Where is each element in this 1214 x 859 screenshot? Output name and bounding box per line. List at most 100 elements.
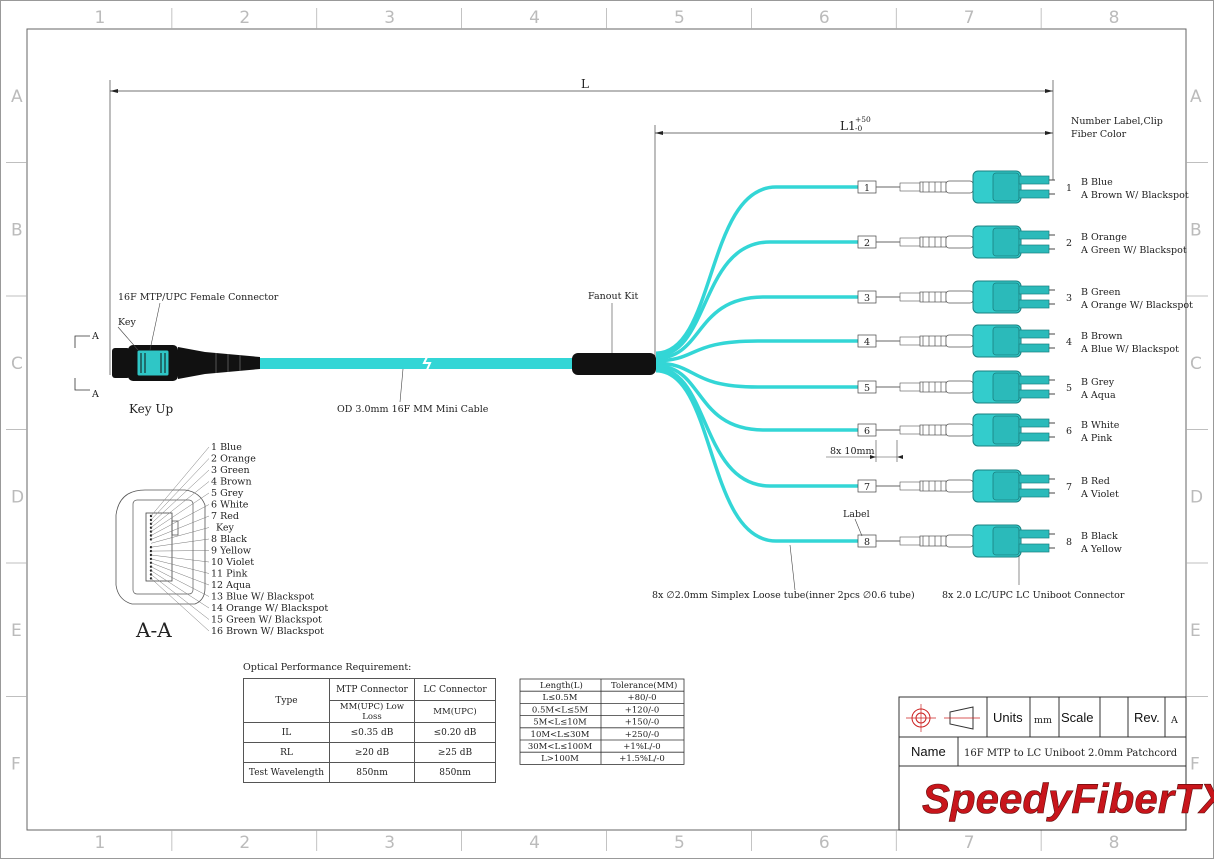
fanout-label: Fanout Kit bbox=[588, 291, 639, 302]
leg-label-number: 8 bbox=[864, 537, 870, 548]
section-markers: A A bbox=[74, 331, 99, 400]
fiber-color-entry: 16 Brown W/ Blackspot bbox=[211, 626, 324, 637]
leg-label-number: 7 bbox=[864, 482, 870, 493]
section-view bbox=[115, 446, 210, 632]
perf-mtp-header: MTP Connector bbox=[329, 678, 415, 701]
leg-label-number: 3 bbox=[864, 293, 870, 304]
mtp-connector bbox=[112, 345, 260, 381]
grid-column-label: 3 bbox=[384, 8, 395, 28]
leg-number: 3 bbox=[1066, 293, 1072, 304]
fiber-color-entry: Key bbox=[216, 523, 234, 534]
perf-wl-lc: 850nm bbox=[414, 762, 496, 783]
tolerance-header-length: Length(L) bbox=[540, 680, 583, 691]
grid-column-label: 1 bbox=[94, 833, 105, 853]
perf-mtp-sub: MM(UPC) Low Loss bbox=[329, 700, 415, 723]
leg-number: 8 bbox=[1066, 537, 1072, 548]
fiber-color-entry: 5 Grey bbox=[211, 488, 244, 499]
leg-number: 7 bbox=[1066, 482, 1072, 493]
fanout-leg-tube bbox=[655, 185, 858, 355]
units-label: Units bbox=[993, 710, 1023, 725]
fiber-color-entry: 2 Orange bbox=[211, 454, 256, 465]
performance-section: Optical Performance Requirement: bbox=[243, 662, 411, 680]
fanout-leg-tube bbox=[655, 364, 858, 432]
dimension-l1-label: L1 bbox=[840, 119, 856, 133]
fiber-color-entry: 1 Blue bbox=[211, 442, 242, 453]
leg-a-fiber: A Aqua bbox=[1080, 390, 1116, 401]
tolerance-table: Length(L)Tolerance(MM)L≤0.5M+80/-00.5M<L… bbox=[519, 678, 685, 765]
grid-row-label: D bbox=[1190, 487, 1203, 507]
leg-label-number: 2 bbox=[864, 238, 870, 249]
grid-column-label: 8 bbox=[1109, 833, 1120, 853]
section-title: A-A bbox=[135, 618, 172, 642]
performance-caption: Optical Performance Requirement: bbox=[243, 662, 412, 673]
leg-b-fiber: B Grey bbox=[1081, 377, 1115, 388]
dimension-l1: L1 +50 -0 bbox=[654, 115, 1053, 362]
grid-row-label: E bbox=[1190, 621, 1201, 641]
rev-value: A bbox=[1170, 715, 1178, 726]
perf-rl-lc: ≥25 dB bbox=[414, 742, 496, 763]
fiber-color-entry: 8 Black bbox=[211, 534, 247, 545]
grid-column-label: 1 bbox=[94, 8, 105, 28]
tolerance-value-cell: +1%L/-0 bbox=[623, 742, 660, 752]
grid-column-label: 5 bbox=[674, 8, 685, 28]
perf-il-mtp: ≤0.35 dB bbox=[329, 722, 415, 743]
fiber-color-entry: 7 Red bbox=[211, 511, 239, 522]
leg-a-fiber: A Violet bbox=[1080, 489, 1119, 500]
tolerance-length-cell: 5M<L≤10M bbox=[533, 718, 587, 728]
company-logo: SpeedyFiberTX bbox=[922, 775, 1214, 822]
main-cable bbox=[260, 358, 572, 369]
grid-row-label: E bbox=[11, 621, 22, 641]
lc-connector-label: 8x 2.0 LC/UPC LC Uniboot Connector bbox=[942, 590, 1125, 601]
leg-a-fiber: A Orange W/ Blackspot bbox=[1080, 300, 1193, 311]
leg-a-fiber: A Brown W/ Blackspot bbox=[1080, 190, 1189, 201]
l1-tolerance-lower: -0 bbox=[855, 124, 863, 133]
grid-row-label: F bbox=[11, 754, 21, 774]
leg-b-fiber: B Red bbox=[1081, 476, 1110, 487]
grid-column-label: 7 bbox=[964, 8, 975, 28]
fiber-color-entry: 13 Blue W/ Blackspot bbox=[211, 592, 314, 603]
fiber-color-entry: 14 Orange W/ Blackspot bbox=[211, 603, 328, 614]
l1-tolerance-upper: +50 bbox=[855, 115, 871, 124]
tolerance-value-cell: +120/-0 bbox=[625, 705, 660, 715]
tolerance-value-cell: +80/-0 bbox=[627, 693, 656, 703]
key-up-label: Key Up bbox=[129, 402, 173, 416]
fanout-leg-tube bbox=[655, 295, 858, 360]
perf-rl-mtp: ≥20 dB bbox=[329, 742, 415, 763]
perf-wl-mtp: 850nm bbox=[329, 762, 415, 783]
leg-b-fiber: B Blue bbox=[1081, 177, 1113, 188]
perf-lc-header: LC Connector bbox=[414, 678, 496, 701]
grid-row-label: B bbox=[11, 220, 23, 240]
tolerance-length-cell: L>100M bbox=[541, 754, 579, 764]
grid-column-label: 2 bbox=[239, 8, 250, 28]
grid-column-label: 6 bbox=[819, 8, 830, 28]
fanout-leg-tube bbox=[655, 361, 858, 389]
fanout-kit bbox=[572, 353, 656, 375]
grid-column-label: 8 bbox=[1109, 8, 1120, 28]
leg-number: 5 bbox=[1066, 383, 1072, 394]
name-value: 16F MTP to LC Uniboot 2.0mm Patchcord bbox=[964, 748, 1178, 759]
tube-length-label: 8x 10mm bbox=[830, 446, 875, 457]
grid-row-label: A bbox=[11, 87, 23, 107]
dimension-l-label: L bbox=[581, 77, 589, 91]
leg-b-fiber: B Orange bbox=[1081, 232, 1127, 243]
loose-tube-label: 8x ∅2.0mm Simplex Loose tube(inner 2pcs … bbox=[652, 590, 915, 601]
tolerance-header-tol: Tolerance(MM) bbox=[611, 680, 677, 691]
number-label-note: Number Label,Clip bbox=[1071, 116, 1163, 127]
leg-label-number: 6 bbox=[864, 426, 870, 437]
dimension-l: L bbox=[109, 77, 1054, 375]
grid-row-label: D bbox=[11, 487, 24, 507]
rev-label: Rev. bbox=[1134, 710, 1160, 725]
grid-column-label: 4 bbox=[529, 8, 540, 28]
perf-il-label: IL bbox=[243, 722, 330, 743]
leg-label-number: 4 bbox=[864, 337, 870, 348]
leg-a-fiber: A Blue W/ Blackspot bbox=[1080, 344, 1179, 355]
fiber-color-entry: 3 Green bbox=[211, 465, 250, 476]
scale-label: Scale bbox=[1061, 710, 1094, 725]
leg-b-fiber: B Black bbox=[1081, 531, 1118, 542]
projection-symbol-icon bbox=[906, 704, 980, 732]
tolerance-value-cell: +250/-0 bbox=[625, 730, 660, 740]
tube-length-dimension: 8x 10mm bbox=[826, 440, 903, 462]
